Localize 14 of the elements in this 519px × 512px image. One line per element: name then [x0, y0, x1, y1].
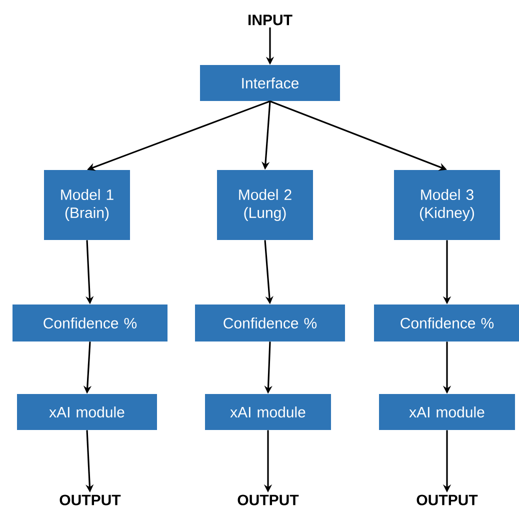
process-box: xAI module [17, 394, 157, 430]
process-box: Confidence % [195, 304, 345, 342]
process-box: xAI module [379, 394, 515, 430]
process-box: Model 3 (Kidney) [394, 170, 500, 240]
process-box: Confidence % [12, 304, 168, 342]
process-box: Model 1 (Brain) [44, 170, 130, 240]
terminal-label: OUTPUT [60, 494, 121, 506]
terminal-label: OUTPUT [416, 494, 478, 506]
process-box: Interface [200, 65, 340, 101]
process-box: Confidence % [374, 304, 519, 342]
process-box: xAI module [205, 394, 331, 430]
process-box: Model 2 (Lung) [217, 170, 313, 240]
terminal-label: INPUT [248, 14, 292, 26]
terminal-label: OUTPUT [238, 494, 299, 506]
